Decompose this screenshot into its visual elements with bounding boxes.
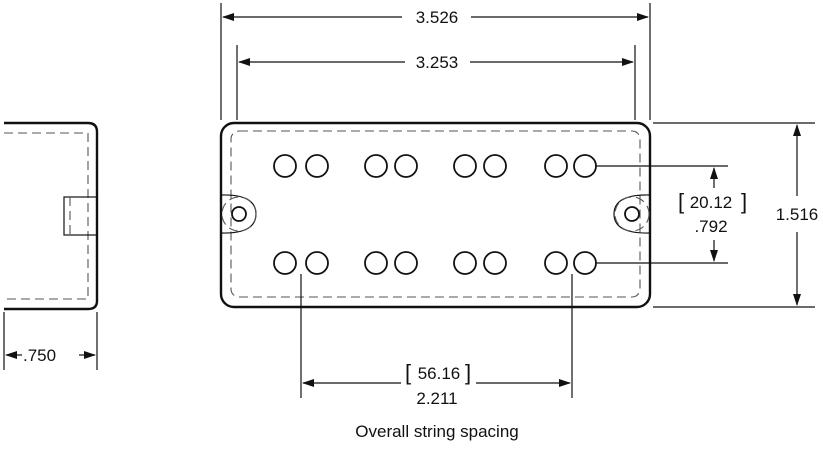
pole-piece bbox=[573, 251, 597, 275]
pole-piece bbox=[453, 154, 477, 178]
pole-piece bbox=[394, 251, 418, 275]
pickup-outline bbox=[219, 121, 652, 309]
mount-tab-right bbox=[613, 194, 651, 234]
pole-row-spacing-dimension: [ 20.12 ] .792 bbox=[678, 167, 747, 262]
side-view-outline bbox=[4, 121, 99, 311]
pole-row-spacing-in-label: .792 bbox=[694, 217, 727, 236]
side-view: .750 bbox=[3, 121, 99, 370]
pole-row-spacing-bracket-close: ] bbox=[741, 189, 747, 214]
pole-piece bbox=[544, 154, 568, 178]
pole-piece bbox=[364, 154, 388, 178]
pole-piece bbox=[483, 154, 507, 178]
side-depth-label: .750 bbox=[23, 346, 56, 365]
pole-row-bottom bbox=[273, 251, 597, 275]
overall-length-dimension: 3.526 bbox=[220, 3, 651, 120]
pole-piece bbox=[544, 251, 568, 275]
side-view-tab bbox=[63, 196, 98, 236]
string-spacing-bracket-close: ] bbox=[465, 360, 471, 385]
pole-row-top bbox=[273, 154, 597, 178]
string-spacing-dimension: [ 56.16 ] 2.211 bbox=[302, 360, 571, 408]
pole-piece bbox=[364, 251, 388, 275]
caption: Overall string spacing bbox=[355, 422, 518, 441]
pole-piece bbox=[394, 154, 418, 178]
pole-piece bbox=[273, 251, 297, 275]
top-view bbox=[219, 121, 728, 398]
side-view-inner-line bbox=[4, 132, 89, 300]
string-spacing-mm-label: 56.16 bbox=[418, 364, 461, 383]
inner-length-label: 3.253 bbox=[416, 53, 459, 72]
height-dimension: 1.516 bbox=[653, 122, 819, 308]
pole-piece bbox=[273, 154, 297, 178]
pole-piece bbox=[483, 251, 507, 275]
pole-row-spacing-bracket-open: [ bbox=[678, 189, 684, 214]
pole-row-spacing-mm-label: 20.12 bbox=[690, 193, 733, 212]
mount-tab-left bbox=[220, 194, 257, 234]
pole-piece bbox=[305, 154, 329, 178]
pole-piece bbox=[573, 154, 597, 178]
pole-piece bbox=[453, 251, 477, 275]
inner-length-dimension: 3.253 bbox=[236, 45, 636, 120]
pickup-inner-line bbox=[230, 130, 641, 298]
string-spacing-bracket-open: [ bbox=[405, 360, 411, 385]
overall-length-label: 3.526 bbox=[416, 8, 459, 27]
height-label: 1.516 bbox=[776, 205, 819, 224]
pole-piece bbox=[305, 251, 329, 275]
string-spacing-in-label: 2.211 bbox=[416, 389, 457, 408]
